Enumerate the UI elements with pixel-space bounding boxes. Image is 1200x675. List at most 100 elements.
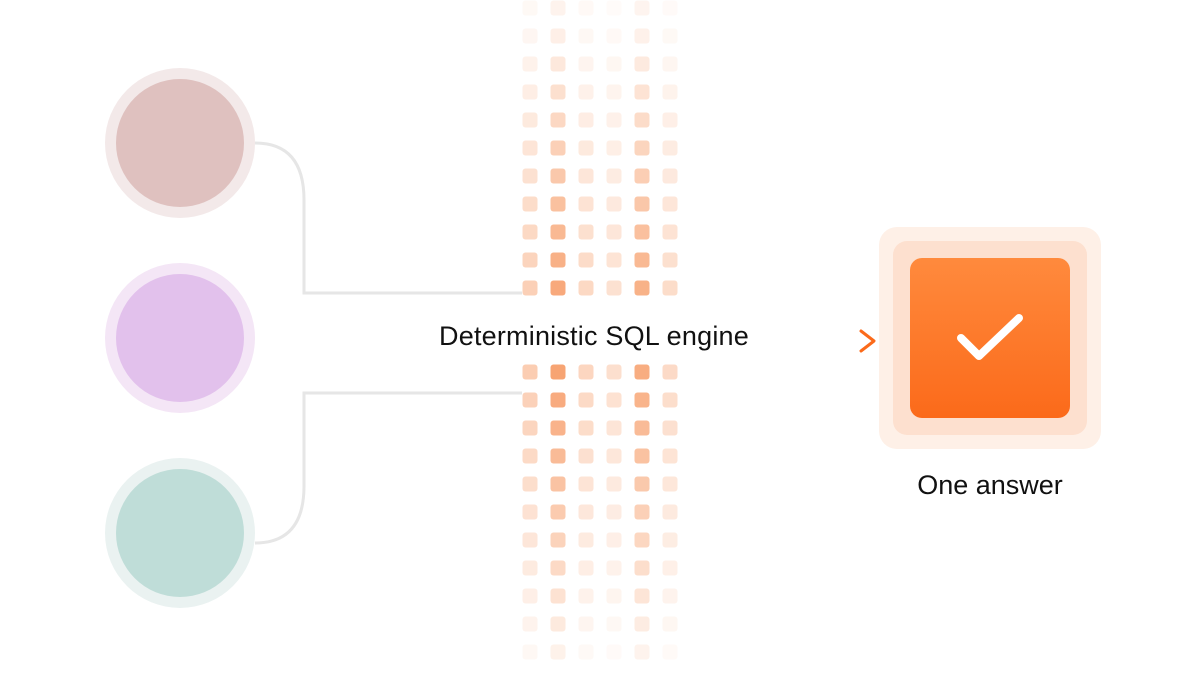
matrix-dot bbox=[662, 168, 678, 184]
matrix-dot bbox=[550, 224, 566, 240]
matrix-dot bbox=[578, 364, 594, 380]
matrix-dot bbox=[578, 280, 594, 296]
matrix-dot bbox=[634, 224, 650, 240]
matrix-dot bbox=[662, 504, 678, 520]
matrix-dot bbox=[578, 588, 594, 604]
matrix-dot bbox=[662, 112, 678, 128]
matrix-dot bbox=[606, 252, 622, 268]
matrix-dot bbox=[662, 0, 678, 16]
matrix-dot bbox=[634, 448, 650, 464]
matrix-dot bbox=[550, 392, 566, 408]
matrix-dot bbox=[634, 280, 650, 296]
matrix-dot bbox=[550, 560, 566, 576]
matrix-dot bbox=[662, 196, 678, 212]
matrix-dot bbox=[578, 224, 594, 240]
matrix-dot bbox=[578, 140, 594, 156]
matrix-dot bbox=[634, 616, 650, 632]
matrix-dot bbox=[578, 448, 594, 464]
matrix-dot bbox=[550, 252, 566, 268]
matrix-dot bbox=[606, 112, 622, 128]
matrix-dot bbox=[550, 448, 566, 464]
matrix-dot bbox=[634, 252, 650, 268]
matrix-dot bbox=[662, 448, 678, 464]
matrix-dot bbox=[550, 476, 566, 492]
answer-card-core bbox=[910, 258, 1070, 418]
matrix-dot bbox=[522, 280, 538, 296]
matrix-dot bbox=[578, 196, 594, 212]
matrix-dot bbox=[606, 504, 622, 520]
matrix-dot bbox=[550, 84, 566, 100]
matrix-dot bbox=[550, 112, 566, 128]
matrix-dot bbox=[550, 280, 566, 296]
matrix-dot bbox=[578, 84, 594, 100]
matrix-dot bbox=[662, 28, 678, 44]
matrix-dot bbox=[634, 532, 650, 548]
matrix-dot bbox=[662, 616, 678, 632]
matrix-dot bbox=[662, 140, 678, 156]
matrix-dot bbox=[634, 140, 650, 156]
matrix-dot bbox=[607, 1, 622, 16]
arrow-head-icon bbox=[859, 329, 876, 353]
checkmark-icon bbox=[957, 314, 1023, 360]
matrix-dot bbox=[634, 56, 650, 72]
matrix-dot bbox=[634, 168, 650, 184]
matrix-dot bbox=[634, 0, 650, 16]
matrix-dot bbox=[522, 28, 538, 44]
matrix-dot bbox=[550, 28, 566, 44]
engine-dot-matrix bbox=[522, 0, 678, 660]
matrix-dot bbox=[522, 560, 538, 576]
matrix-dot bbox=[522, 476, 538, 492]
matrix-dot bbox=[662, 56, 678, 72]
matrix-dot bbox=[550, 140, 566, 156]
source-node-bottom bbox=[105, 458, 255, 608]
matrix-dot bbox=[634, 196, 650, 212]
matrix-dot bbox=[522, 224, 538, 240]
matrix-dot bbox=[606, 420, 622, 436]
matrix-dot bbox=[634, 504, 650, 520]
matrix-dot bbox=[578, 0, 594, 16]
matrix-dot bbox=[522, 252, 538, 268]
matrix-dot bbox=[606, 560, 622, 576]
matrix-dot bbox=[606, 168, 622, 184]
matrix-dot bbox=[578, 112, 594, 128]
matrix-dot bbox=[634, 84, 650, 100]
source-node-middle-fill bbox=[116, 274, 244, 402]
engine-label-box: Deterministic SQL engine bbox=[404, 310, 784, 362]
matrix-dot bbox=[662, 644, 678, 660]
matrix-dot bbox=[522, 420, 538, 436]
connector-bottom bbox=[254, 391, 522, 545]
matrix-dot bbox=[662, 392, 678, 408]
matrix-dot bbox=[578, 56, 594, 72]
matrix-dot bbox=[634, 112, 650, 128]
matrix-dot bbox=[578, 392, 594, 408]
source-node-bottom-fill bbox=[116, 469, 244, 597]
matrix-dot bbox=[662, 588, 678, 604]
answer-card-ring bbox=[893, 241, 1087, 435]
matrix-dot bbox=[634, 392, 650, 408]
matrix-dot bbox=[634, 420, 650, 436]
matrix-dot bbox=[606, 532, 622, 548]
matrix-dot bbox=[522, 0, 538, 16]
matrix-dot bbox=[662, 252, 678, 268]
matrix-dot bbox=[662, 560, 678, 576]
matrix-dot bbox=[578, 616, 594, 632]
source-node-top bbox=[105, 68, 255, 218]
matrix-dot bbox=[606, 28, 622, 44]
matrix-dot bbox=[606, 224, 622, 240]
matrix-dot bbox=[550, 168, 566, 184]
matrix-dot bbox=[550, 644, 566, 660]
answer-label: One answer bbox=[917, 470, 1063, 500]
matrix-dot bbox=[578, 252, 594, 268]
answer-card bbox=[879, 227, 1101, 449]
matrix-dot bbox=[522, 616, 538, 632]
matrix-dot bbox=[662, 84, 678, 100]
matrix-dot bbox=[550, 196, 566, 212]
matrix-dot bbox=[522, 644, 538, 660]
engine-label: Deterministic SQL engine bbox=[439, 320, 749, 351]
matrix-dot bbox=[606, 476, 622, 492]
matrix-dot bbox=[578, 560, 594, 576]
matrix-dot bbox=[606, 392, 622, 408]
matrix-dot bbox=[662, 280, 678, 296]
